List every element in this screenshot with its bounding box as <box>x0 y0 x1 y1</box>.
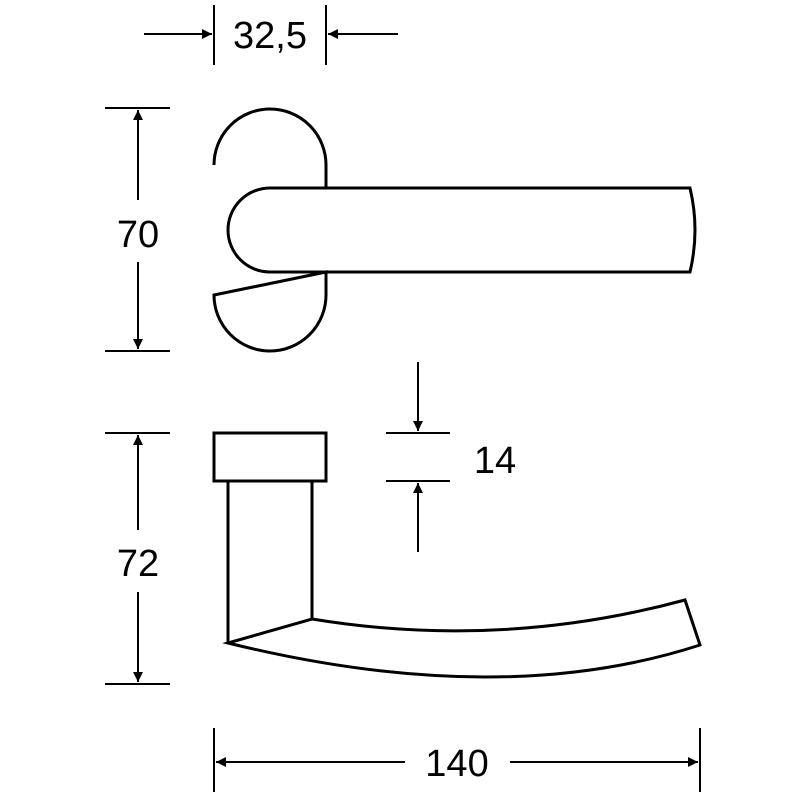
rose-outline <box>212 107 328 353</box>
dimension-rose-width <box>144 5 398 65</box>
lever-top-outline <box>226 186 697 274</box>
dimension-label-lever-thickness: 14 <box>474 440 516 482</box>
dimension-label-rose-width: 32,5 <box>233 15 307 57</box>
lever-arm <box>222 598 702 679</box>
dimension-rose-height <box>105 107 170 352</box>
dimension-lever-length <box>213 728 701 792</box>
dimension-lever-thickness <box>386 362 450 552</box>
dimension-label-lever-length: 140 <box>425 743 488 785</box>
top-view <box>212 107 697 353</box>
dimension-lever-height <box>105 432 170 685</box>
dimension-label-lever-height: 72 <box>117 543 159 585</box>
side-view <box>212 431 702 679</box>
dimension-label-rose-height: 70 <box>117 214 159 256</box>
rose-cap <box>212 431 328 483</box>
lever-neck <box>226 481 314 643</box>
